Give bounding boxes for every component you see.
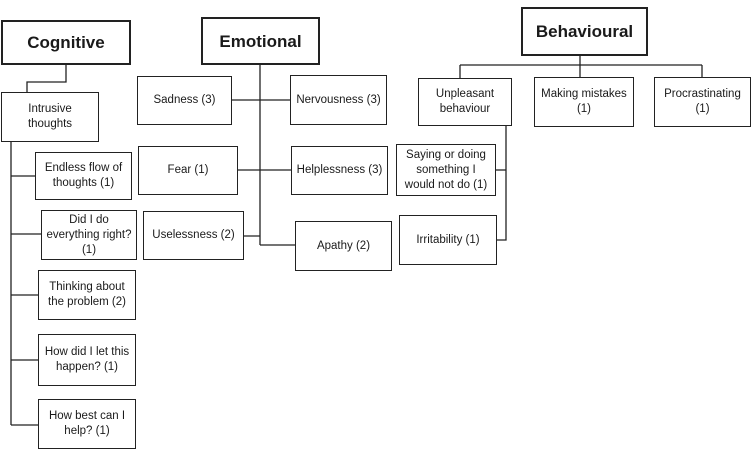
endless-flow-node: Endless flow of thoughts (1) — [35, 152, 132, 200]
how-did-i-let-this-happen-node: How did I let this happen? (1) — [38, 334, 136, 386]
irritability-node: Irritability (1) — [399, 215, 497, 265]
emotional-heading: Emotional — [201, 17, 320, 65]
making-mistakes-node: Making mistakes (1) — [534, 77, 634, 127]
helplessness-node: Helplessness (3) — [291, 146, 388, 195]
nervousness-node: Nervousness (3) — [290, 75, 387, 125]
unpleasant-behaviour-node: Unpleasant behaviour — [418, 78, 512, 126]
saying-or-doing-node: Saying or doing something I would not do… — [396, 144, 496, 196]
did-i-do-everything-right-node: Did I do everything right? (1) — [41, 210, 137, 260]
behavioural-heading: Behavioural — [521, 7, 648, 56]
fear-node: Fear (1) — [138, 146, 238, 195]
intrusive-thoughts-node: Intrusive thoughts — [1, 92, 99, 142]
sadness-node: Sadness (3) — [137, 76, 232, 125]
procrastinating-node: Procrastinating (1) — [654, 77, 751, 127]
apathy-node: Apathy (2) — [295, 221, 392, 271]
cognitive-heading: Cognitive — [1, 20, 131, 65]
uselessness-node: Uselessness (2) — [143, 211, 244, 260]
how-best-can-i-help-node: How best can I help? (1) — [38, 399, 136, 449]
thinking-about-problem-node: Thinking about the problem (2) — [38, 270, 136, 320]
